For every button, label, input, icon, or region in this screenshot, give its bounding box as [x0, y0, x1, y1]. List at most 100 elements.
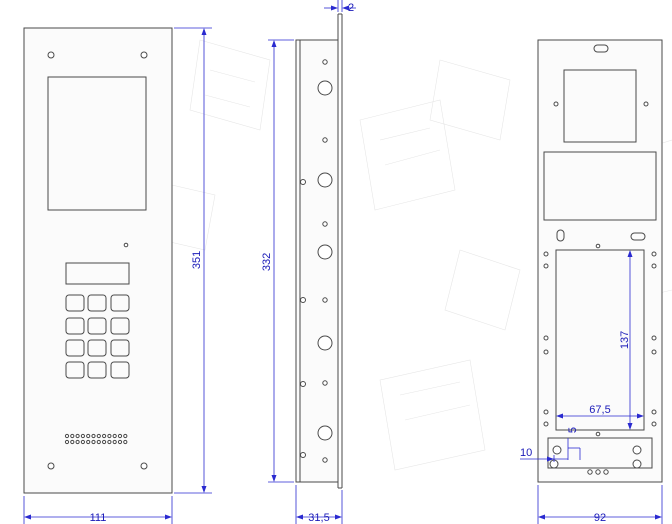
- speaker-hole: [70, 439, 75, 445]
- key-button: [87, 317, 107, 335]
- front-dimensions: 111 351: [23, 27, 212, 524]
- speaker-hole: [107, 439, 112, 445]
- back-width-label: 92: [594, 512, 606, 524]
- speaker-hole: [96, 433, 101, 439]
- key-button: [110, 317, 130, 335]
- front-height-label: 351: [191, 251, 203, 269]
- side-small-hole: [322, 380, 328, 386]
- speaker-hole: [86, 439, 91, 445]
- side-dimensions: 332 31,5 2: [261, 0, 356, 524]
- side-large-hole: [317, 80, 333, 96]
- back-mount-hole: [632, 459, 642, 469]
- speaker-hole: [91, 433, 96, 439]
- front-width-label: 111: [90, 512, 107, 524]
- back-offset-10-label: 10: [520, 447, 532, 459]
- back-bottom-hole: [603, 469, 609, 475]
- back-screw-hole: [643, 101, 649, 107]
- speaker-hole: [123, 439, 128, 445]
- back-side-hole: [543, 263, 549, 269]
- side-edge-hole: [300, 381, 306, 387]
- back-cutout-large: [555, 249, 645, 431]
- speaker-hole: [70, 433, 75, 439]
- speaker-hole: [112, 439, 117, 445]
- back-mount-hole: [632, 445, 642, 455]
- speaker-hole: [107, 433, 112, 439]
- back-screw-hole: [553, 101, 559, 107]
- back-mount-hole: [552, 445, 562, 455]
- speaker-hole: [80, 439, 86, 445]
- back-side-hole: [651, 349, 657, 355]
- speaker-hole: [102, 433, 107, 439]
- side-profile-outline: [295, 39, 339, 483]
- speaker-hole: [112, 433, 117, 439]
- front-view: [23, 27, 173, 494]
- front-screw-hole: [47, 51, 55, 59]
- back-bottom-pocket: [547, 437, 653, 469]
- back-offset-5-label: 5: [567, 427, 579, 433]
- side-large-hole: [317, 172, 333, 188]
- speaker-hole: [80, 433, 86, 439]
- key-button: [110, 361, 130, 379]
- back-side-hole: [543, 409, 549, 415]
- speaker-hole: [75, 439, 80, 445]
- side-view: [295, 13, 343, 489]
- key-button: [87, 361, 107, 379]
- key-button: [65, 294, 85, 312]
- camera-window: [47, 76, 147, 211]
- side-large-hole: [317, 425, 333, 441]
- front-screw-hole: [140, 462, 148, 470]
- back-frame-outline: [537, 39, 663, 483]
- speaker-grille: [64, 433, 128, 445]
- side-edge-hole: [300, 179, 306, 185]
- key-button: [65, 317, 85, 335]
- side-small-hole: [322, 457, 328, 463]
- side-large-hole: [317, 335, 333, 351]
- speaker-hole: [91, 439, 96, 445]
- back-dimensions: 92 137 67,5 5 10: [520, 250, 663, 524]
- back-slot: [556, 229, 565, 242]
- side-small-hole: [322, 221, 328, 227]
- back-cutout-middle: [543, 151, 657, 221]
- back-side-hole: [651, 421, 657, 427]
- back-small-hole: [595, 431, 601, 437]
- back-cutout-width-label: 67,5: [589, 404, 610, 416]
- back-bottom-hole: [595, 469, 601, 475]
- speaker-hole: [102, 439, 107, 445]
- side-small-hole: [322, 137, 328, 143]
- side-edge-hole: [300, 452, 306, 458]
- speaker-hole: [96, 439, 101, 445]
- speaker-hole: [117, 433, 123, 439]
- back-side-hole: [543, 349, 549, 355]
- key-button: [110, 294, 130, 312]
- back-side-hole: [651, 263, 657, 269]
- key-button: [110, 339, 130, 357]
- back-small-hole: [595, 243, 601, 249]
- speaker-hole: [75, 433, 80, 439]
- back-side-hole: [543, 421, 549, 427]
- side-small-hole: [322, 297, 328, 303]
- side-small-hole: [322, 59, 328, 65]
- side-depth-label: 31,5: [308, 512, 329, 524]
- side-height-label: 332: [261, 253, 273, 271]
- back-bottom-hole: [587, 469, 593, 475]
- back-cutout-top: [563, 69, 637, 143]
- back-side-hole: [651, 335, 657, 341]
- hanging-slot: [593, 44, 609, 53]
- front-screw-hole: [47, 462, 55, 470]
- back-cutout-height-label: 137: [619, 331, 631, 349]
- name-display: [65, 262, 130, 285]
- front-panel-outline: [23, 27, 173, 494]
- side-edge-hole: [300, 297, 306, 303]
- back-view: [537, 39, 663, 483]
- front-screw-hole: [140, 51, 148, 59]
- key-button: [87, 339, 107, 357]
- key-button: [65, 339, 85, 357]
- speaker-hole: [117, 439, 123, 445]
- speaker-hole: [64, 439, 70, 445]
- speaker-hole: [86, 433, 91, 439]
- speaker-hole: [123, 433, 128, 439]
- speaker-hole: [64, 433, 70, 439]
- key-button: [87, 294, 107, 312]
- back-slot: [630, 232, 646, 241]
